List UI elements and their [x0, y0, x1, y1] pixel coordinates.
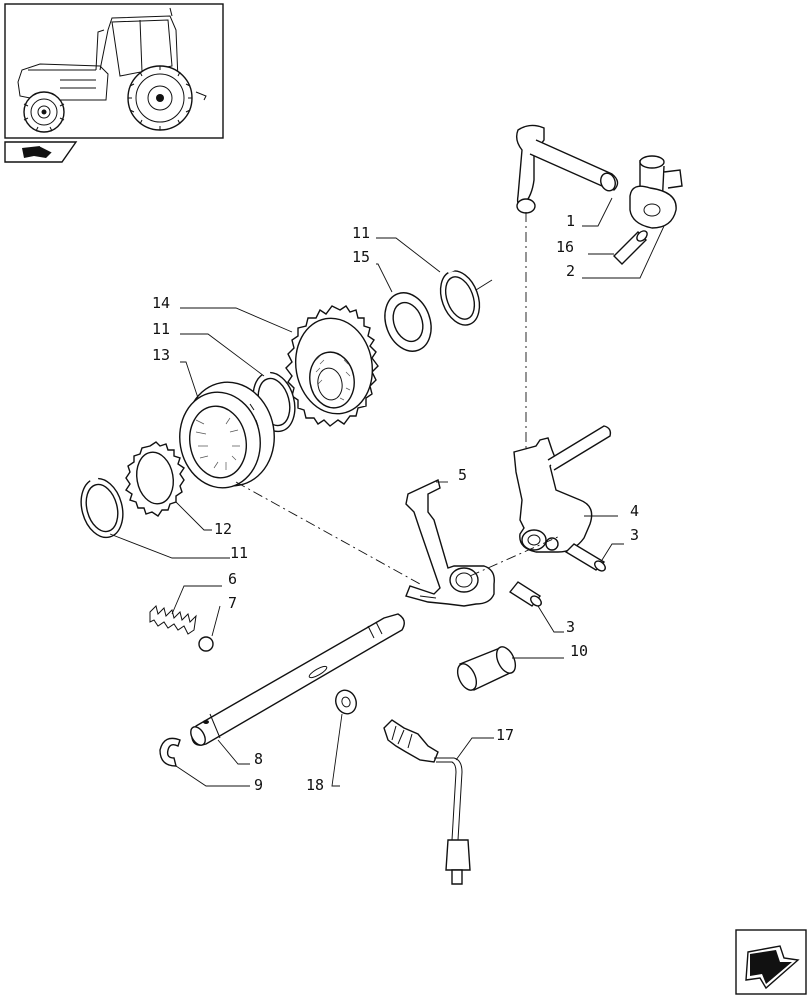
callout-1[interactable]: 1 — [566, 212, 575, 230]
callout-9[interactable]: 9 — [254, 776, 263, 794]
callout-11-bottom[interactable]: 11 — [230, 544, 248, 562]
callout-2[interactable]: 2 — [566, 262, 575, 280]
gear-14 — [285, 305, 379, 427]
circlip-11-top — [439, 266, 493, 326]
callout-13[interactable]: 13 — [152, 346, 170, 364]
selector-lever-4 — [513, 425, 612, 553]
leader-lines — [109, 197, 665, 787]
shift-lever-assembly — [515, 124, 683, 265]
pin-3-lower — [508, 581, 542, 607]
callout-15[interactable]: 15 — [352, 248, 370, 266]
callout-5[interactable]: 5 — [458, 466, 467, 484]
switch-sensor-17 — [383, 719, 471, 885]
circlip-9 — [159, 737, 181, 767]
callout-6[interactable]: 6 — [228, 570, 237, 588]
pin-3-upper — [564, 543, 606, 572]
bush-10 — [456, 646, 517, 691]
tractor-thumbnail[interactable] — [4, 3, 224, 139]
circlip-11-bottom — [80, 476, 124, 539]
callout-10[interactable]: 10 — [570, 642, 588, 660]
centerlines — [235, 212, 561, 585]
ball-7 — [198, 636, 214, 652]
callout-18[interactable]: 18 — [306, 776, 324, 794]
shift-fork-5 — [405, 479, 495, 607]
synchro-sleeve-13 — [179, 381, 275, 489]
washer-15 — [384, 292, 432, 352]
callout-11-top[interactable]: 11 — [352, 224, 370, 242]
callout-labels: 1 16 2 11 15 14 11 13 12 11 6 7 5 4 3 3 … — [152, 212, 639, 794]
callout-4[interactable]: 4 — [630, 502, 639, 520]
callout-3-lower[interactable]: 3 — [566, 618, 575, 636]
callout-11-middle[interactable]: 11 — [152, 320, 170, 338]
spring-6 — [149, 605, 197, 635]
section-marker-icon[interactable] — [4, 141, 78, 163]
synchro-ring-12 — [125, 441, 185, 517]
shift-rod-8 — [190, 613, 405, 746]
next-page-arrow-icon[interactable] — [735, 929, 807, 995]
callout-17[interactable]: 17 — [496, 726, 514, 744]
callout-7[interactable]: 7 — [228, 594, 237, 612]
callout-3-upper[interactable]: 3 — [630, 526, 639, 544]
callout-14[interactable]: 14 — [152, 294, 170, 312]
callout-12[interactable]: 12 — [214, 520, 232, 538]
washer-18 — [335, 689, 357, 715]
callout-8[interactable]: 8 — [254, 750, 263, 768]
callout-16[interactable]: 16 — [556, 238, 574, 256]
